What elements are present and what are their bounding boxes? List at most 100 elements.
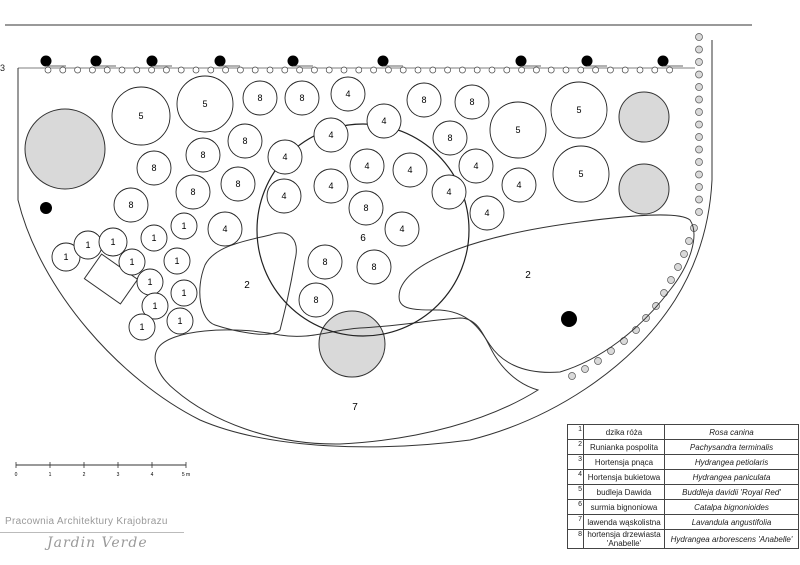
fence-post [74,66,81,74]
plant-smooth-hydrangea: 8 [356,249,392,285]
side-post [695,58,703,66]
legend-num: 3 [567,454,584,470]
legend-latin: Hydrangea paniculata [664,469,799,485]
plant-rose: 1 [118,248,146,276]
climbing-hydrangea-marker [515,55,527,67]
svg-text:8: 8 [299,93,304,103]
legend-latin: Catalpa bignonioides [664,499,799,515]
scale-label: 5 m [182,472,190,478]
fence-post [311,66,318,74]
plant-smooth-hydrangea: 8 [454,84,490,120]
svg-text:4: 4 [473,161,478,171]
legend-polish: dzika róża [583,424,665,440]
fence-post [59,66,67,74]
plant-panicle-hydrangea: 4 [266,178,302,214]
plant-panicle-hydrangea: 4 [366,103,402,139]
zone-label: 7 [352,402,358,413]
svg-text:1: 1 [63,252,68,262]
fence-post [547,66,555,74]
plant-rose: 1 [170,212,198,240]
fence-post [266,66,274,74]
side-post [695,108,703,116]
legend-polish: hortensja drzewiasta 'Anabelle' [583,529,665,549]
plant-smooth-hydrangea: 8 [432,120,468,156]
fence-post [192,66,200,74]
side-post [680,250,688,258]
legend-num: 5 [567,484,584,500]
fence-post [473,66,481,74]
plant-smooth-hydrangea: 8 [185,137,221,173]
svg-text:8: 8 [469,97,474,107]
side-post [695,195,703,204]
plant-symbols: 1 1 1 1 1 1 1 1 1 1 1 1 1 1 4 4 4 4 4 4 … [51,75,610,341]
edge-marker: 3 [0,63,5,73]
climbing-hydrangea-marker [377,55,389,67]
climbing-hydrangea-markers [40,55,683,67]
legend-latin: Hydrangea arborescens 'Anabelle' [664,529,799,549]
plant-rose: 1 [163,247,191,275]
svg-text:5: 5 [138,111,143,121]
climbing-hydrangea-marker [581,55,593,67]
svg-text:1: 1 [181,221,186,231]
side-post [568,372,576,380]
fence-post [562,66,570,74]
fence-post [503,66,511,74]
fence-post [636,66,644,74]
zone-label: 2 [244,280,250,291]
climbing-hydrangea-marker [90,55,102,67]
plant-panicle-hydrangea: 4 [501,167,537,203]
svg-text:8: 8 [128,200,133,210]
plant-smooth-hydrangea: 8 [406,82,442,118]
svg-text:1: 1 [174,256,179,266]
svg-text:8: 8 [235,179,240,189]
legend-num: 6 [567,499,584,515]
side-post [652,302,660,310]
fence-post [385,66,392,74]
legend-polish: budleja Dawida [583,484,665,500]
plant-rose: 1 [51,242,81,272]
fence-post [340,66,348,74]
fence-post [207,66,215,74]
fence-post [148,66,155,74]
zone-label: 2 [525,270,531,281]
legend-latin: Hydrangea petiolaris [664,454,799,470]
side-post [695,208,703,216]
plant-panicle-hydrangea: 4 [313,168,349,204]
svg-text:1: 1 [129,257,134,267]
svg-text:4: 4 [484,208,489,218]
plant-rose: 1 [136,268,164,296]
fence-post [444,66,451,74]
plant-panicle-hydrangea: 4 [330,76,366,112]
climbing-hydrangea-marker [287,55,299,67]
side-post [695,83,703,91]
fence-post [103,66,111,74]
fence-post [651,66,659,74]
fence-post [325,66,333,74]
fence-post [621,66,629,74]
fence-post [281,66,289,74]
black-marker [561,311,577,327]
svg-text:1: 1 [152,301,157,311]
plant-panicle-hydrangea: 4 [207,211,243,247]
fence-post [89,66,96,74]
fence-post [222,66,229,74]
side-post [695,33,703,41]
svg-text:1: 1 [139,322,144,332]
brand-divider [0,532,184,533]
plant-panicle-hydrangea: 4 [458,148,494,184]
svg-text:4: 4 [381,116,386,126]
black-marker [40,202,52,214]
grey-shrub [24,108,106,190]
side-post [695,170,703,179]
fence-post [429,66,437,74]
svg-text:8: 8 [322,257,327,267]
scale-label: 3 [117,472,120,478]
plant-rose: 1 [170,279,198,307]
side-post [695,183,703,191]
fence-post [237,66,244,74]
fence-post [355,66,363,74]
side-post [695,145,703,154]
